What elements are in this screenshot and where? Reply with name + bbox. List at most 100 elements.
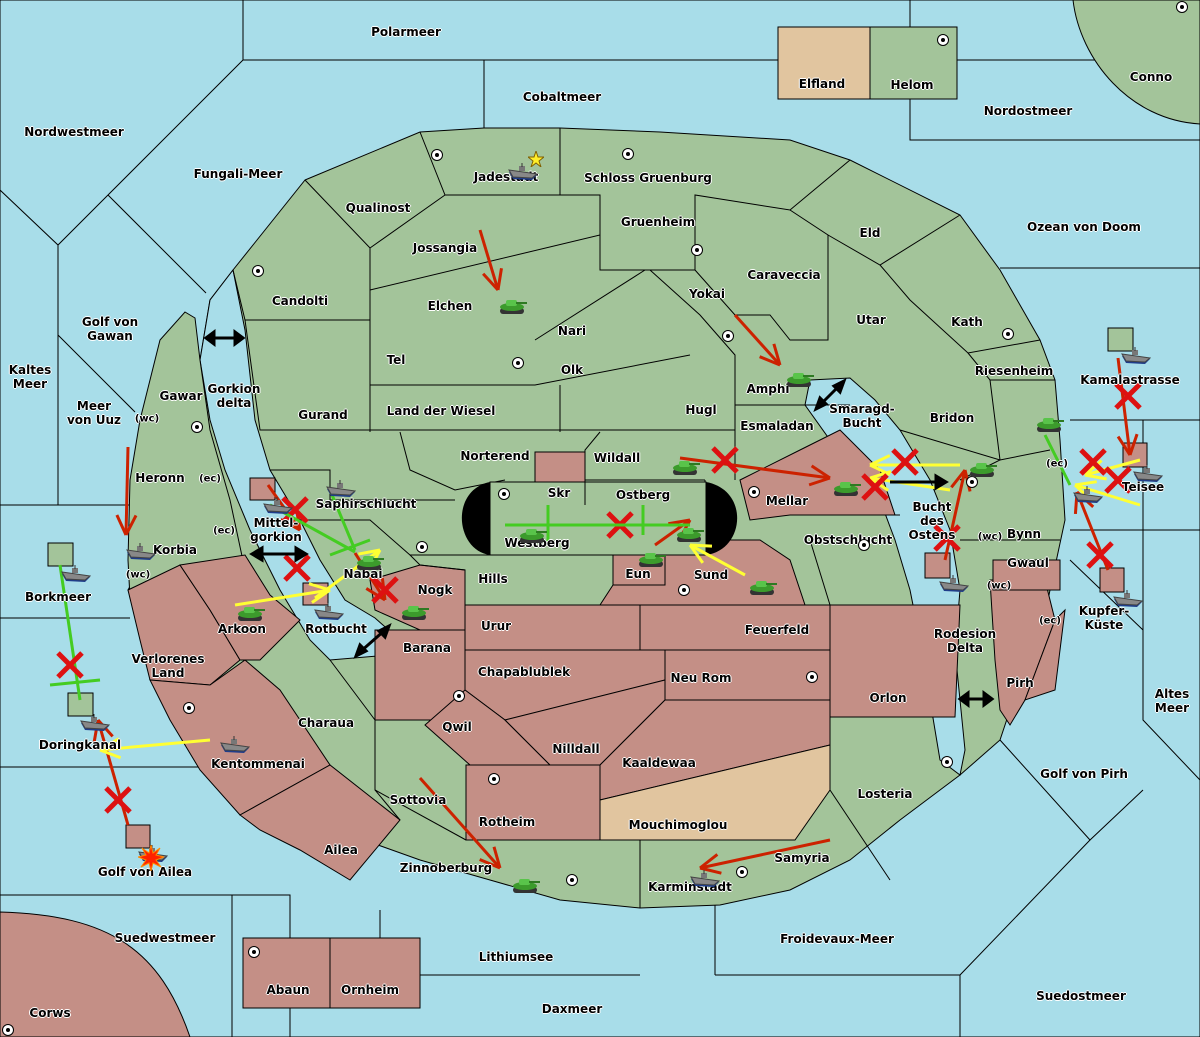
order-line [943, 469, 967, 561]
coast-label: (wc) [125, 569, 151, 581]
order-line [711, 446, 739, 474]
order-line [861, 473, 889, 501]
territory-label: Nilldall [552, 742, 600, 756]
order-line [1074, 483, 1141, 507]
territory-label: Sund [693, 568, 729, 582]
sea-label: Ozean von Doom [1027, 220, 1141, 234]
supply-center-icon [748, 486, 760, 498]
supply-center-icon [937, 34, 949, 46]
order-line [482, 272, 500, 292]
sea-label: Golf von Gawan [81, 315, 139, 343]
order-line [869, 470, 892, 480]
territory-label: Kath [951, 315, 983, 329]
coast-label: (ec) [1046, 458, 1068, 470]
territory-label: Gwaul [1007, 556, 1049, 570]
territory-label: Obstschlucht [803, 533, 893, 547]
order-line [124, 514, 138, 536]
sea-label: Suedostmeer [1036, 989, 1126, 1003]
box [1107, 327, 1134, 352]
order-line [679, 456, 831, 480]
territory-label: Kaaldewaa [622, 756, 696, 770]
territory-label: Skr [547, 486, 571, 500]
territory-label: Amphi [746, 382, 790, 396]
territory-label: Eld [859, 226, 881, 240]
sea-label: Froidevaux-Meer [780, 932, 894, 946]
order-line [1104, 466, 1132, 494]
order-line [1114, 382, 1142, 410]
sea-label: Meer von Uuz [66, 399, 122, 427]
territory-label: Olk [560, 363, 584, 377]
sea-label: Rotbucht [305, 622, 367, 636]
supply-center-icon [691, 244, 703, 256]
box [67, 692, 94, 717]
territory-label: Helom [890, 78, 934, 92]
sea-label: Daxmeer [541, 1002, 603, 1016]
order-line [115, 514, 128, 536]
order-line [124, 446, 130, 536]
order-line [772, 343, 782, 366]
supply-center-icon [498, 488, 510, 500]
orders-layer [49, 229, 1142, 875]
territory-label: Sottovia [389, 793, 447, 807]
sea-label: Golf von Ailea [97, 865, 193, 879]
coast-label: (wc) [134, 413, 160, 425]
order-line [668, 518, 691, 526]
territory-label: Neu Rom [670, 671, 732, 685]
order-line [311, 588, 331, 604]
order-line [1116, 435, 1132, 456]
sea-label: Kamalastrasse [1080, 373, 1180, 387]
order-line [1043, 434, 1072, 486]
territory-label: Urur [480, 619, 512, 633]
sea-label: Teisee [1121, 480, 1165, 494]
order-line [950, 469, 967, 489]
territory-label: Charaua [297, 716, 355, 730]
territory-label: Verlorenes Land [131, 652, 205, 680]
territory-label: Candolti [271, 294, 329, 308]
sea-label: Kupfer- Küste [1078, 604, 1130, 632]
coast-label: (ec) [1039, 615, 1061, 627]
supply-center-icon [416, 541, 428, 553]
territory-label: Mellar [765, 494, 809, 508]
territory-label: Schloss Gruenburg [584, 171, 712, 185]
green-conno [1072, 0, 1200, 125]
territory-label: Rotheim [478, 815, 536, 829]
order-line [689, 543, 746, 577]
territory-label: Corws [29, 1006, 71, 1020]
coast-label: (ec) [213, 525, 235, 537]
sea-label: Gorkion delta [207, 382, 261, 410]
territory-label: Nabai [343, 567, 383, 581]
impassable-east [706, 482, 738, 555]
territory-label: Losteria [857, 787, 913, 801]
territory-label: Ostberg [615, 488, 671, 502]
territory-label: Feuerfeld [744, 623, 810, 637]
territory-label: Gawar [159, 389, 203, 403]
territory-label: Barana [403, 641, 451, 655]
territory-label: Nari [557, 324, 587, 338]
sea-label: Smaragd- Bucht [829, 402, 895, 430]
order-line [358, 548, 381, 556]
box [47, 542, 74, 567]
territory-label: Ornheim [341, 983, 399, 997]
order-line [1084, 458, 1141, 477]
sea-label: Altes Meer [1154, 687, 1190, 715]
territory-label: Land der Wiesel [386, 404, 496, 418]
tan-elfland [777, 26, 871, 100]
supply-center-icon [453, 690, 465, 702]
territory-label: Heronn [135, 471, 185, 485]
supply-center-icon [736, 866, 748, 878]
territory-label: Gurand [298, 408, 348, 422]
territory-label: Gruenheim [620, 215, 696, 229]
order-line [49, 678, 101, 687]
territory-label: Eun [625, 567, 651, 581]
territory-label: Orlon [869, 691, 907, 705]
order-line [99, 748, 122, 760]
coast-label: (ec) [199, 473, 221, 485]
order-line [810, 464, 831, 480]
sea-label: Nordwestmeer [24, 125, 124, 139]
territory-label: Utar [856, 313, 886, 327]
territory-label: Bridon [929, 411, 975, 425]
order-line [418, 777, 502, 869]
order-line [371, 576, 399, 604]
order-line [104, 786, 132, 814]
